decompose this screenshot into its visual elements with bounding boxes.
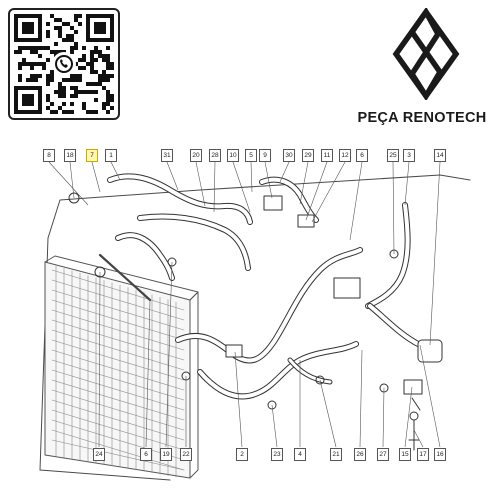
part-callout-top-1: 18 <box>64 149 76 162</box>
part-callout-top-9: 9 <box>259 149 271 162</box>
leader-line-bottom-4 <box>234 351 243 448</box>
hose-3 <box>365 202 411 309</box>
leader-line-bottom-10 <box>404 386 413 448</box>
pipe-6 <box>98 253 152 302</box>
whatsapp-qr-code[interactable] <box>8 8 120 120</box>
leader-line-bottom-5 <box>271 404 278 448</box>
washer-17 <box>409 411 419 421</box>
leader-line-bottom-0 <box>98 271 101 448</box>
part-callout-bottom-10: 15 <box>399 448 411 461</box>
leader-line-bottom-8 <box>359 349 363 448</box>
leader-line-bottom-2 <box>165 261 173 448</box>
leader-line-top-2 <box>91 161 101 193</box>
part-callout-bottom-12: 16 <box>434 448 446 461</box>
part-callout-top-13: 12 <box>339 149 351 162</box>
leader-line-top-16 <box>404 161 410 206</box>
connector-29 <box>297 214 315 228</box>
leader-line-top-8 <box>250 161 253 193</box>
part-callout-top-0: 8 <box>43 149 55 162</box>
leader-line-top-5 <box>195 161 206 207</box>
leader-line-top-14 <box>349 161 363 241</box>
part-callout-bottom-1: 6 <box>140 448 152 461</box>
leader-line-top-12 <box>305 161 328 221</box>
part-callout-bottom-5: 23 <box>271 448 283 461</box>
part-callout-top-11: 29 <box>302 149 314 162</box>
leader-line-top-0 <box>48 161 89 206</box>
part-callout-top-3: 1 <box>105 149 117 162</box>
part-callout-bottom-9: 27 <box>377 448 389 461</box>
leader-line-top-17 <box>429 161 441 346</box>
part-callout-bottom-0: 24 <box>93 448 105 461</box>
part-callout-bottom-8: 26 <box>354 448 366 461</box>
leader-line-top-7 <box>232 161 251 213</box>
valve-2 <box>225 344 243 358</box>
part-callout-bottom-11: 17 <box>417 448 429 461</box>
clamp-21 <box>315 375 325 385</box>
part-callout-top-6: 28 <box>209 149 221 162</box>
leader-line-top-11 <box>299 161 309 205</box>
part-callout-top-8: 5 <box>245 149 257 162</box>
part-callout-top-2: 7 <box>86 149 98 162</box>
frame-line <box>47 189 201 239</box>
leader-line-top-9 <box>264 161 273 199</box>
hose-5 <box>137 213 251 271</box>
part-callout-bottom-3: 22 <box>180 448 192 461</box>
part-callout-top-16: 3 <box>403 149 415 162</box>
part-callout-bottom-7: 21 <box>330 448 342 461</box>
expansion-valve-6 <box>333 277 361 299</box>
leader-line-top-10 <box>279 161 290 183</box>
part-callout-top-12: 11 <box>321 149 333 162</box>
leader-line-top-6 <box>213 161 216 213</box>
brand-name: PEÇA RENOTECH <box>357 110 487 126</box>
part-callout-top-15: 25 <box>387 149 399 162</box>
leader-line-bottom-9 <box>382 387 385 448</box>
qr-code-icon <box>14 14 114 114</box>
clamp-18 <box>68 192 80 204</box>
leader-line-top-3 <box>110 161 121 181</box>
part-callout-top-4: 31 <box>161 149 173 162</box>
thermostat-10 <box>263 195 283 211</box>
bolt-17 <box>408 419 420 451</box>
renault-diamond-logo-icon <box>390 6 462 102</box>
leader-line-top-13 <box>311 161 346 223</box>
clamp-23 <box>267 400 277 410</box>
part-callout-top-5: 20 <box>190 149 202 162</box>
leader-line-bottom-1 <box>145 299 151 448</box>
part-callout-bottom-4: 2 <box>236 448 248 461</box>
bracket-15 <box>403 379 423 395</box>
part-callout-top-14: 6 <box>356 149 368 162</box>
leader-line-bottom-7 <box>319 379 337 448</box>
leader-line-bottom-12 <box>419 344 441 448</box>
part-callout-bottom-2: 19 <box>160 448 172 461</box>
leader-line-top-1 <box>69 161 75 199</box>
leader-line-top-15 <box>392 161 395 255</box>
leader-line-bottom-11 <box>413 429 424 448</box>
leader-line-top-4 <box>166 161 179 191</box>
part-callout-top-7: 10 <box>227 149 239 162</box>
long-hose-2 <box>175 247 363 364</box>
part-callout-top-10: 30 <box>283 149 295 162</box>
part-callout-top-17: 14 <box>434 149 446 162</box>
part-callout-bottom-6: 4 <box>294 448 306 461</box>
